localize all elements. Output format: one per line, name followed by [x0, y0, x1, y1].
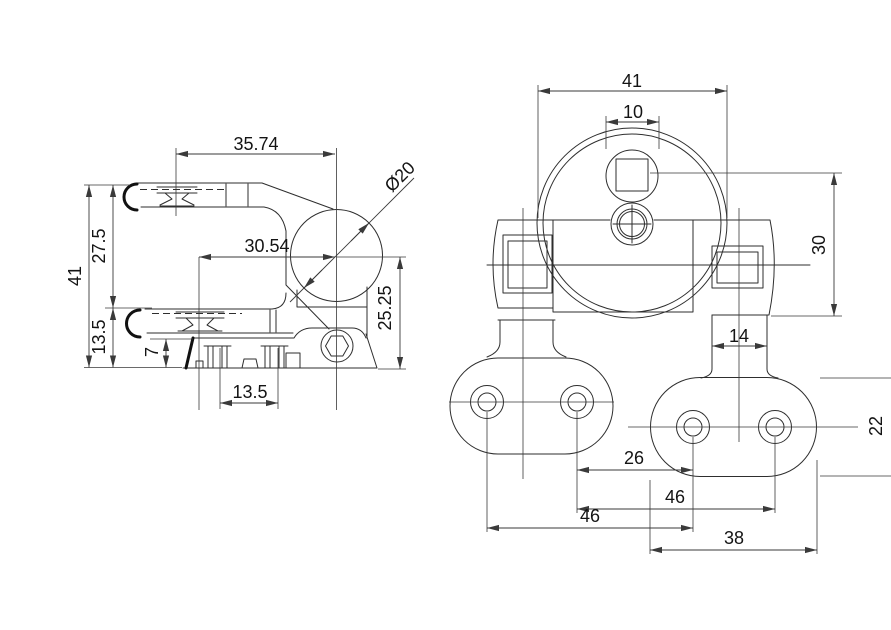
- dim-left-hole-span-label: 46: [580, 506, 600, 526]
- base-left-edge: [184, 336, 195, 370]
- right-foot: [650, 377, 817, 477]
- left-foot: [449, 357, 614, 455]
- dim-inner-hole-gap: 26: [577, 448, 693, 474]
- dim-arm-span: 35.74: [176, 134, 335, 158]
- lower-arm-lip: [125, 308, 142, 339]
- dim-pivot-offset: 30.54: [199, 236, 335, 261]
- wheel-outer-circle: [536, 127, 728, 319]
- upper-arm-lip: [122, 182, 139, 212]
- hex-bolt-head: [325, 335, 349, 357]
- dim-foot-height: 22: [820, 377, 891, 477]
- dim-roller-diameter-label: Ø20: [381, 158, 419, 196]
- hex-bolt-boss: [320, 329, 354, 363]
- dim-square-hole-label: 10: [623, 102, 643, 122]
- dim-upper-height: 27.5: [89, 185, 152, 309]
- left-arm-slot-inner: [507, 240, 548, 289]
- dim-roller-diameter: Ø20: [289, 158, 419, 303]
- dim-base-slot-spacing: 13.5: [219, 348, 279, 409]
- dim-foot-height-label: 22: [866, 416, 886, 436]
- dim-right-hole-span-label: 46: [665, 487, 685, 507]
- dim-stem-width-label: 14: [729, 326, 749, 346]
- square-hole-boss: [605, 149, 659, 203]
- side-view-dimensions: 35.74 Ø20 30.54 41 27.5 13.5: [65, 134, 419, 410]
- side-view-part: [122, 182, 383, 370]
- dim-overall-height: 41: [65, 184, 182, 368]
- hub-crosshair: [612, 204, 652, 244]
- dim-arm-span-label: 35.74: [233, 134, 278, 154]
- dim-base-height: 7: [142, 338, 193, 368]
- dim-upper-height-label: 27.5: [89, 228, 109, 263]
- dim-wheel-diameter: 41: [537, 71, 728, 218]
- square-hole: [615, 158, 649, 192]
- right-arm-slot-outer: [711, 245, 764, 289]
- dim-square-hole: 10: [605, 102, 660, 149]
- lower-rivet: [175, 311, 225, 332]
- dim-base-slot-spacing-label: 13.5: [232, 382, 267, 402]
- dim-right-hole-span: 46: [577, 487, 775, 513]
- hub-outer: [610, 202, 654, 246]
- dim-foot-width-label: 38: [724, 528, 744, 548]
- dim-wheel-diameter-label: 41: [622, 71, 642, 91]
- dim-inner-hole-gap-label: 26: [624, 448, 644, 468]
- dim-foot-width: 38: [650, 528, 817, 554]
- dim-lower-height-label: 13.5: [89, 319, 109, 354]
- front-view-dimensions: 41 10 30 14 26 46 46 38: [449, 71, 891, 554]
- upper-rivet: [156, 186, 198, 207]
- left-arm-slot-outer: [502, 234, 553, 294]
- dim-hub-to-arm-height: 30: [650, 172, 842, 317]
- dim-overall-height-label: 41: [65, 266, 85, 286]
- dim-roller-center-to-base-label: 25.25: [375, 285, 395, 330]
- dim-roller-center-to-base: 25.25: [336, 256, 406, 370]
- front-view-part: [449, 127, 817, 477]
- dim-lower-height: 13.5: [89, 308, 117, 368]
- right-arm-slot-inner: [716, 251, 759, 284]
- dim-base-height-label: 7: [142, 347, 162, 357]
- dim-stem-width: 14: [712, 326, 767, 350]
- dim-pivot-offset-label: 30.54: [244, 236, 289, 256]
- dim-hub-to-arm-height-label: 30: [809, 235, 829, 255]
- dim-left-hole-span: 46: [487, 506, 693, 532]
